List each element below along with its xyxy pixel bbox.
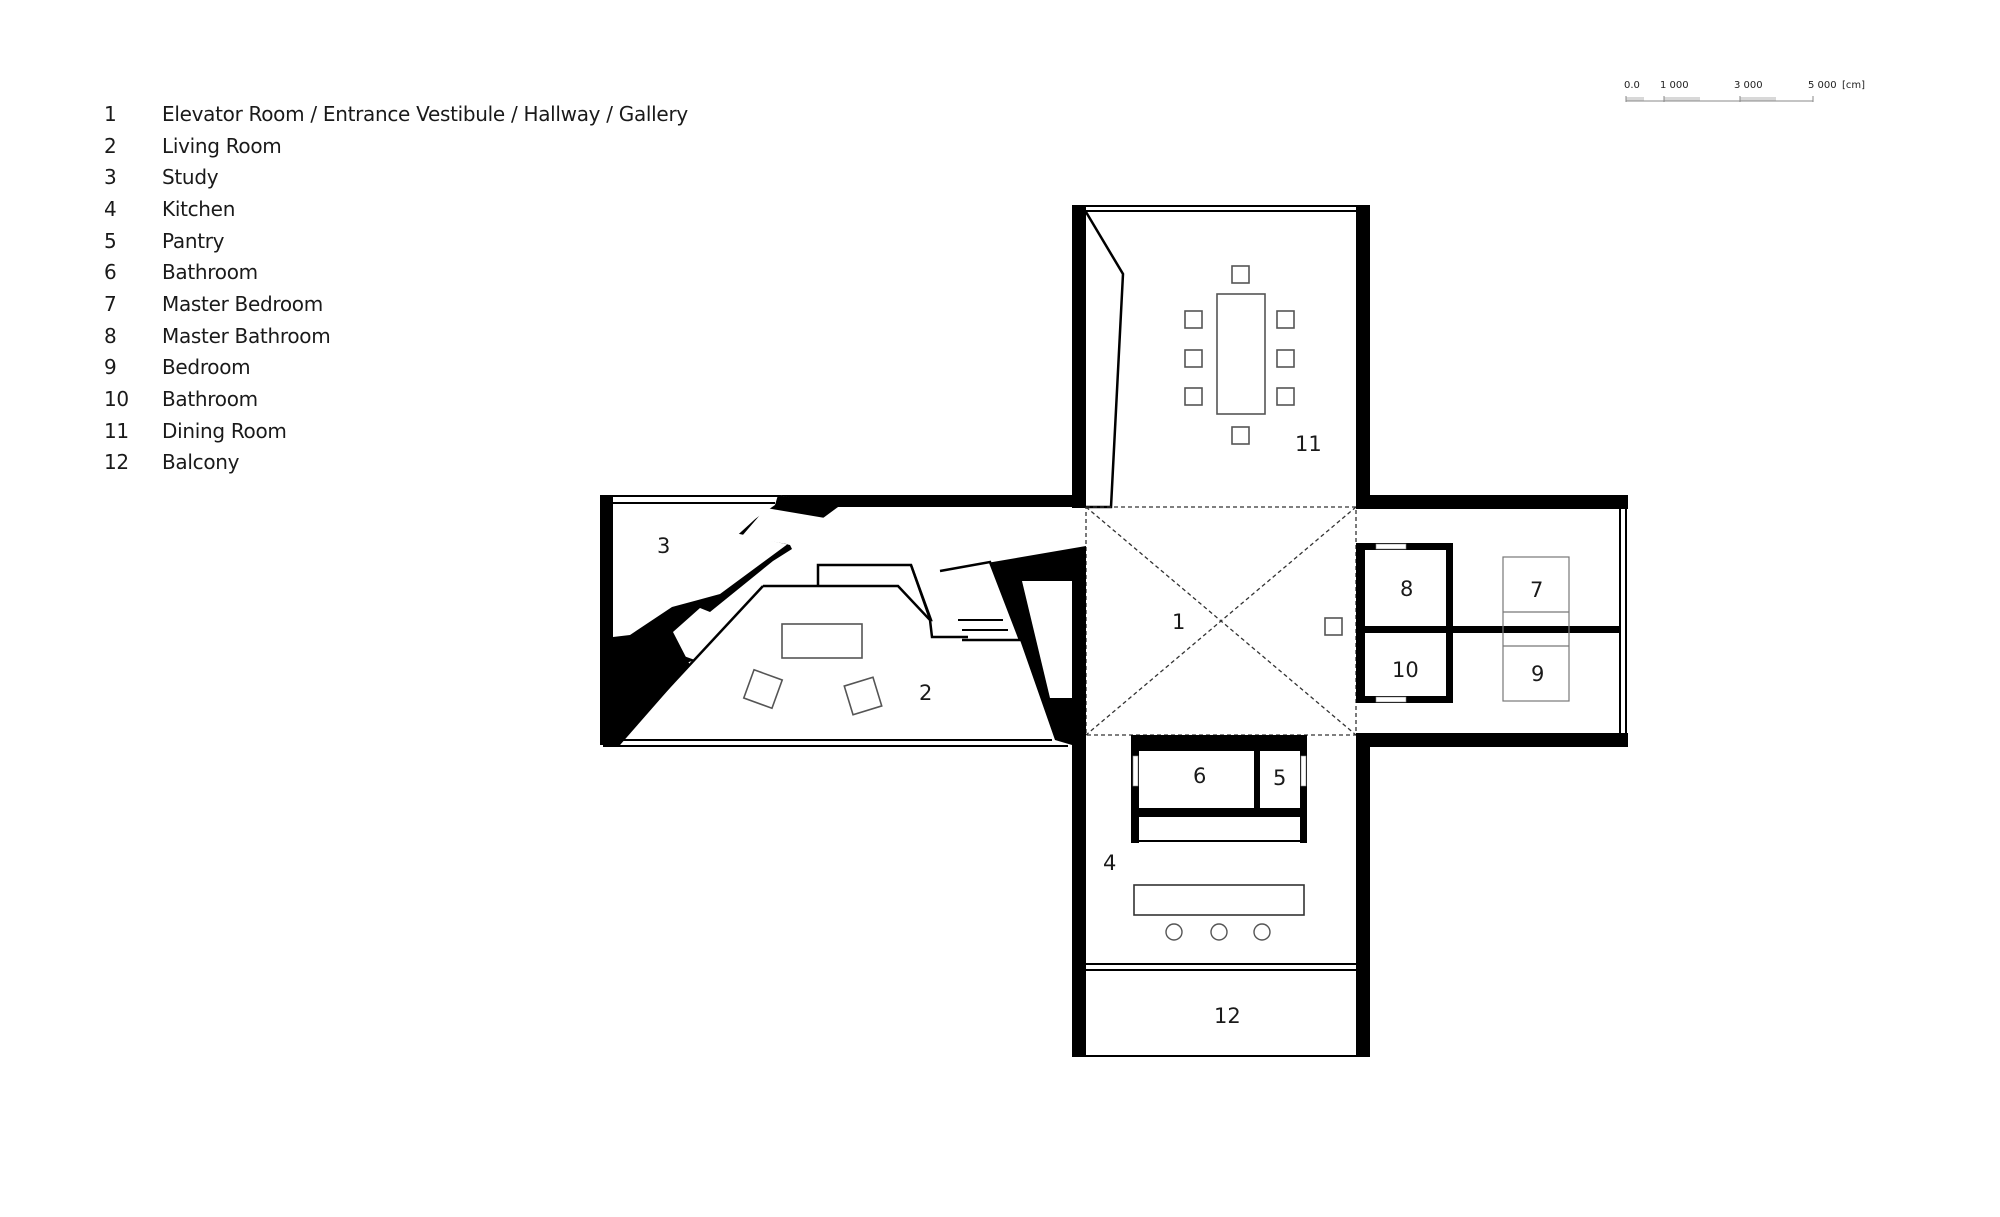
legend-item: 2 Living Room	[104, 130, 688, 162]
legend-item: 7 Master Bedroom	[104, 288, 688, 320]
legend-item: 10 Bathroom	[104, 383, 688, 415]
dining-wing	[1072, 205, 1370, 509]
legend-item: 4 Kitchen	[104, 193, 688, 225]
legend-number: 5	[104, 228, 117, 253]
room-label-3: 3	[657, 534, 670, 558]
room-label-4: 4	[1103, 851, 1116, 875]
central-hall	[1085, 506, 1357, 736]
armchair	[843, 676, 883, 716]
legend-label: Living Room	[162, 133, 282, 158]
legend-label: Kitchen	[162, 196, 236, 221]
legend-number: 8	[104, 323, 117, 348]
room-label-12: 12	[1214, 1004, 1241, 1028]
bedroom-wing	[1356, 495, 1628, 747]
scale-tick-label: 1 000	[1660, 80, 1689, 91]
scale-tick-label: 0.0	[1624, 80, 1640, 91]
scale-ruler	[1625, 96, 1814, 102]
legend-number: 12	[104, 450, 129, 475]
room-label-10: 10	[1392, 658, 1419, 682]
legend-number: 2	[104, 133, 117, 158]
room-label-5: 5	[1273, 766, 1286, 790]
scale-tick-label: 3 000	[1734, 80, 1763, 91]
legend-label: Master Bedroom	[162, 291, 323, 316]
legend-label: Bedroom	[162, 355, 251, 380]
legend-label: Elevator Room / Entrance Vestibule / Hal…	[162, 101, 688, 126]
room-label-11: 11	[1295, 432, 1322, 456]
legend-label: Dining Room	[162, 418, 287, 443]
legend-item: 1 Elevator Room / Entrance Vestibule / Ha…	[104, 98, 688, 130]
living-wing	[600, 495, 1086, 747]
legend-label: Bathroom	[162, 387, 258, 412]
room-label-1: 1	[1172, 610, 1185, 634]
elevator-column	[1324, 617, 1343, 636]
legend-label: Balcony	[162, 450, 240, 475]
legend-number: 9	[104, 355, 117, 380]
legend-item: 9 Bedroom	[104, 352, 688, 384]
legend-label: Master Bathroom	[162, 323, 331, 348]
room-label-2: 2	[919, 681, 932, 705]
scale-tick-label: 5 000	[1808, 80, 1837, 91]
dining-table-set	[1184, 265, 1295, 445]
room-legend: 1 Elevator Room / Entrance Vestibule / Ha…	[104, 98, 688, 478]
legend-number: 6	[104, 260, 117, 285]
room-label-7: 7	[1530, 578, 1543, 602]
legend-item: 12 Balcony	[104, 447, 688, 479]
legend-number: 1	[104, 101, 117, 126]
scale-unit: [cm]	[1842, 80, 1866, 91]
legend-item: 5 Pantry	[104, 225, 688, 257]
legend-number: 7	[104, 291, 117, 316]
room-label-6: 6	[1193, 764, 1206, 788]
legend-label: Bathroom	[162, 260, 258, 285]
kitchen-wing	[1072, 735, 1370, 1057]
legend-number: 11	[104, 418, 129, 443]
room-label-8: 8	[1400, 577, 1413, 601]
legend-item: 6 Bathroom	[104, 256, 688, 288]
room-label-9: 9	[1531, 662, 1544, 686]
kitchen-island	[1133, 884, 1305, 916]
legend-item: 3 Study	[104, 161, 688, 193]
legend-label: Study	[162, 165, 219, 190]
legend-label: Pantry	[162, 228, 225, 253]
legend-number: 3	[104, 165, 117, 190]
legend-item: 11 Dining Room	[104, 415, 688, 447]
legend-item: 8 Master Bathroom	[104, 320, 688, 352]
armchair	[742, 668, 784, 710]
legend-number: 4	[104, 196, 117, 221]
legend-number: 10	[104, 387, 129, 412]
coffee-table	[781, 623, 863, 659]
